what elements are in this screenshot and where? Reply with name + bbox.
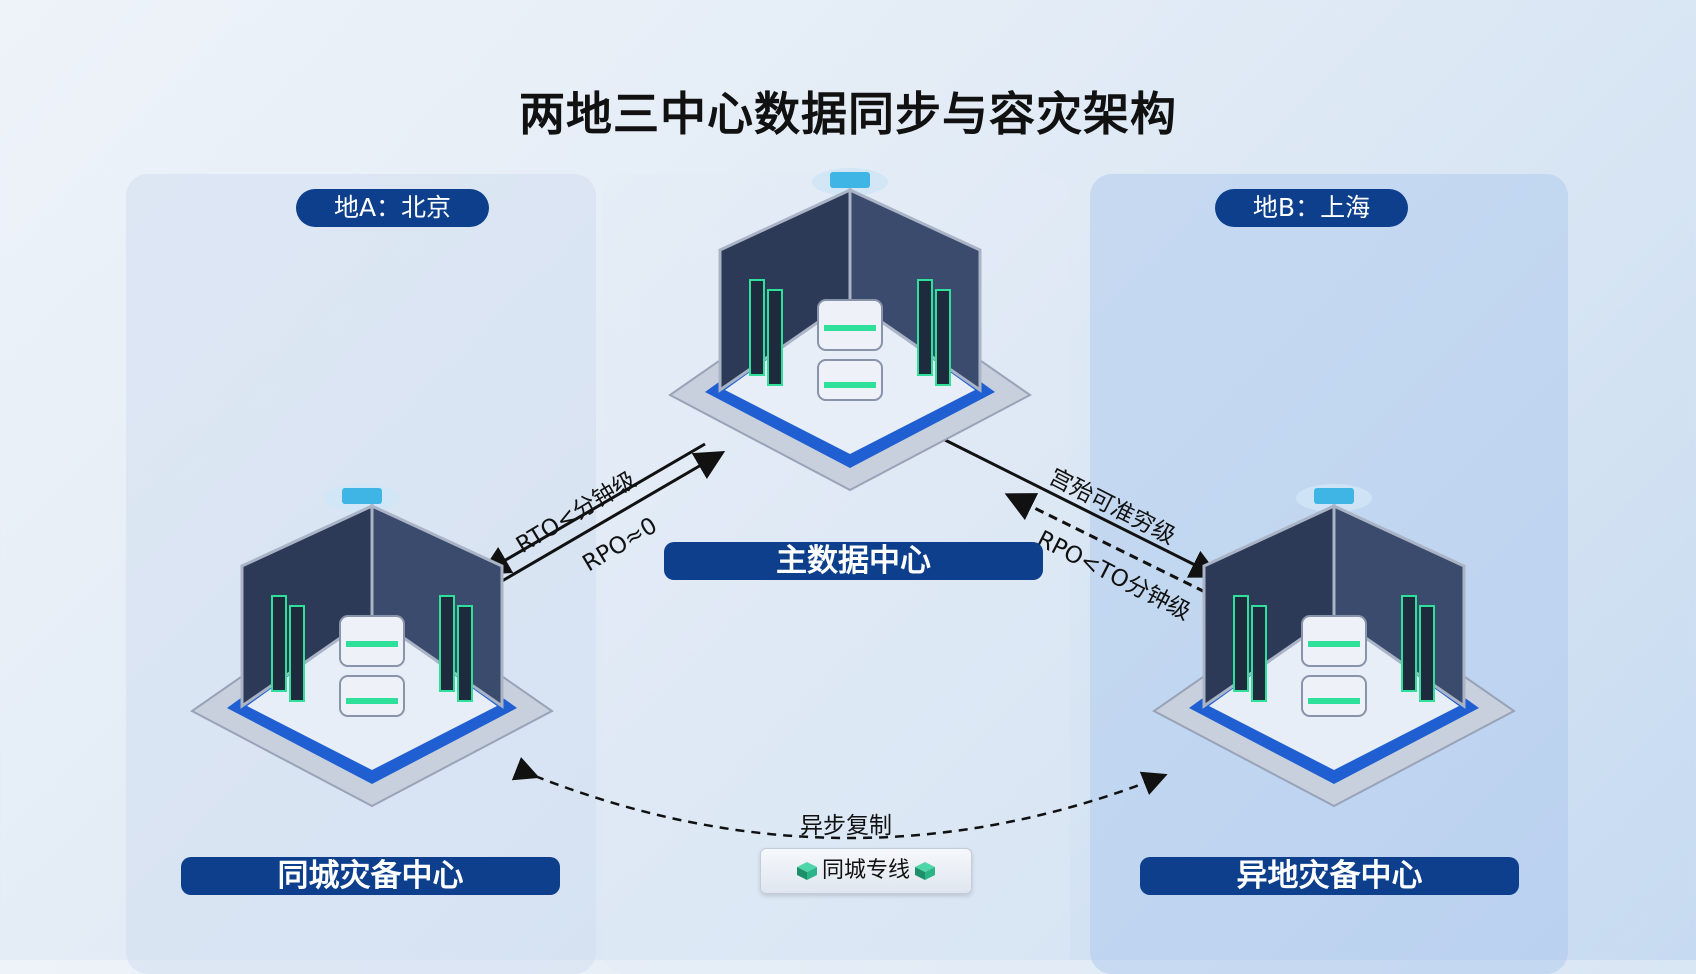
region-b-tag: 地B：上海 xyxy=(1215,189,1408,227)
dedicated-line-label: 同城专线 xyxy=(821,858,910,883)
cube-icon xyxy=(915,862,935,880)
async-arrow-to-remote xyxy=(944,438,1221,578)
remote-backup-datacenter-icon xyxy=(1152,484,1516,808)
dedicated-line-badge: 同城专线 xyxy=(760,848,972,894)
remote-backup-label: 异地灾备中心 xyxy=(1140,857,1519,895)
sync-arrow-to-local xyxy=(479,442,706,576)
main-datacenter-label: 主数据中心 xyxy=(664,542,1043,580)
async-replication-label: 异步复制 xyxy=(800,813,892,839)
async-replication-arc xyxy=(511,757,1168,840)
diagram-title: 两地三中心数据同步与容灾架构 xyxy=(519,87,1177,141)
async-arrow-to-main xyxy=(1004,493,1206,594)
cube-icon xyxy=(796,862,817,880)
local-backup-datacenter-icon xyxy=(190,484,554,808)
main-datacenter-icon xyxy=(668,168,1032,492)
region-a-tag: 地A：北京 xyxy=(296,189,489,227)
local-backup-label: 同城灾备中心 xyxy=(181,857,560,895)
sync-arrow-to-main xyxy=(489,450,726,590)
